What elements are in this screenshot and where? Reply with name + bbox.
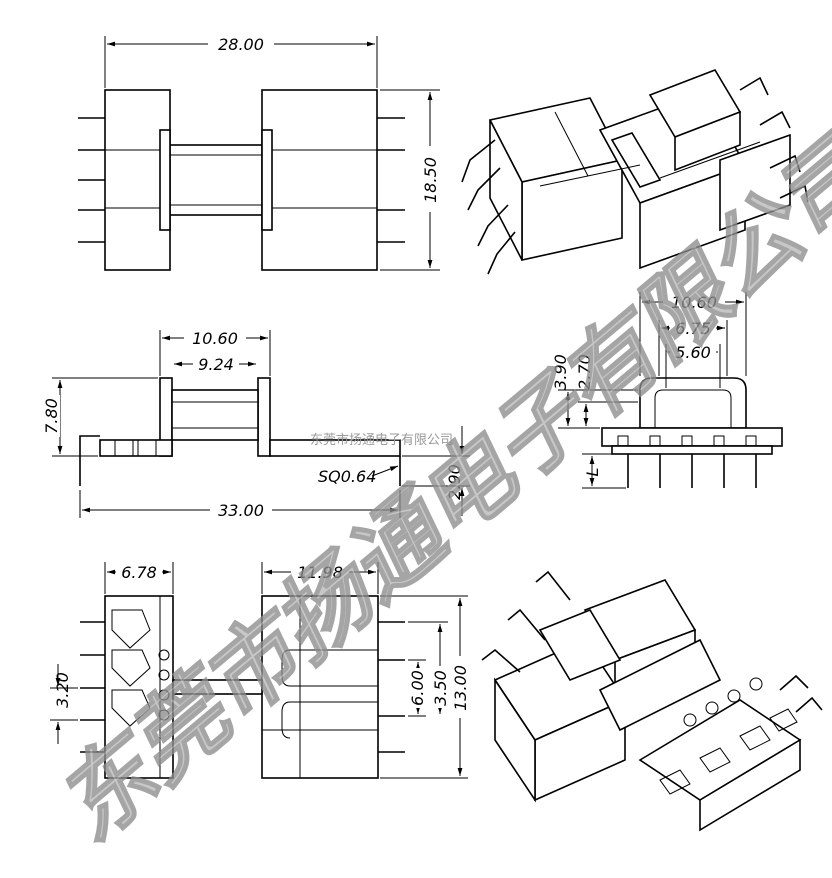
dim-end-h2: 2.70	[575, 354, 594, 390]
dim-bottom-left: 6.78	[121, 563, 157, 582]
bottom-view: 6.78 11.98 3.20 6.00 3.50 13.00	[50, 562, 470, 779]
top-pins-left	[78, 117, 105, 243]
top-barrel	[169, 144, 263, 216]
dim-end-outer: 10.60	[671, 293, 717, 312]
dim-pin-length: 2.90	[445, 464, 464, 500]
dim-side-height: 7.80	[42, 398, 61, 434]
watermark-small: 东莞市扬通电子有限公司	[310, 432, 453, 448]
iso-pins-bottom	[481, 570, 823, 713]
end-pins	[617, 435, 757, 488]
top-left-flange	[104, 89, 171, 271]
dim-pin-size: SQ0.64	[318, 467, 376, 486]
dim-top-width: 28.00	[218, 35, 264, 54]
iso-view-bottom	[481, 570, 823, 832]
dim-end-inner: 5.60	[675, 343, 711, 362]
dim-top-height: 18.50	[421, 157, 440, 203]
dim-bottom-pitch: 3.20	[53, 672, 72, 708]
dim-end-pin-label: L	[583, 468, 602, 477]
dim-end-h1: 3.90	[551, 354, 570, 390]
dim-side-inner: 9.24	[198, 355, 234, 374]
dim-end-mid: 6.75	[675, 319, 711, 338]
dim-bottom-row: 3.50	[431, 670, 450, 706]
top-view: 28.00 18.50	[78, 34, 440, 271]
top-right-flange	[261, 89, 378, 271]
dim-bottom-right: 11.98	[297, 563, 343, 582]
iso-view-top	[461, 69, 809, 275]
dim-bottom-slot: 6.00	[408, 670, 427, 706]
top-pins-right	[377, 117, 405, 243]
dim-bottom-height: 13.00	[451, 665, 470, 711]
bottom-pins	[80, 621, 405, 753]
dim-side-outer: 10.60	[192, 329, 238, 348]
iso-pins-top	[461, 76, 809, 275]
dim-side-length: 33.00	[218, 501, 264, 520]
side-view: 10.60 9.24 7.80 33.00 SQ0.64 2.90	[42, 328, 470, 520]
end-view: 10.60 6.75 5.60 3.90 2.70 L	[551, 292, 783, 489]
